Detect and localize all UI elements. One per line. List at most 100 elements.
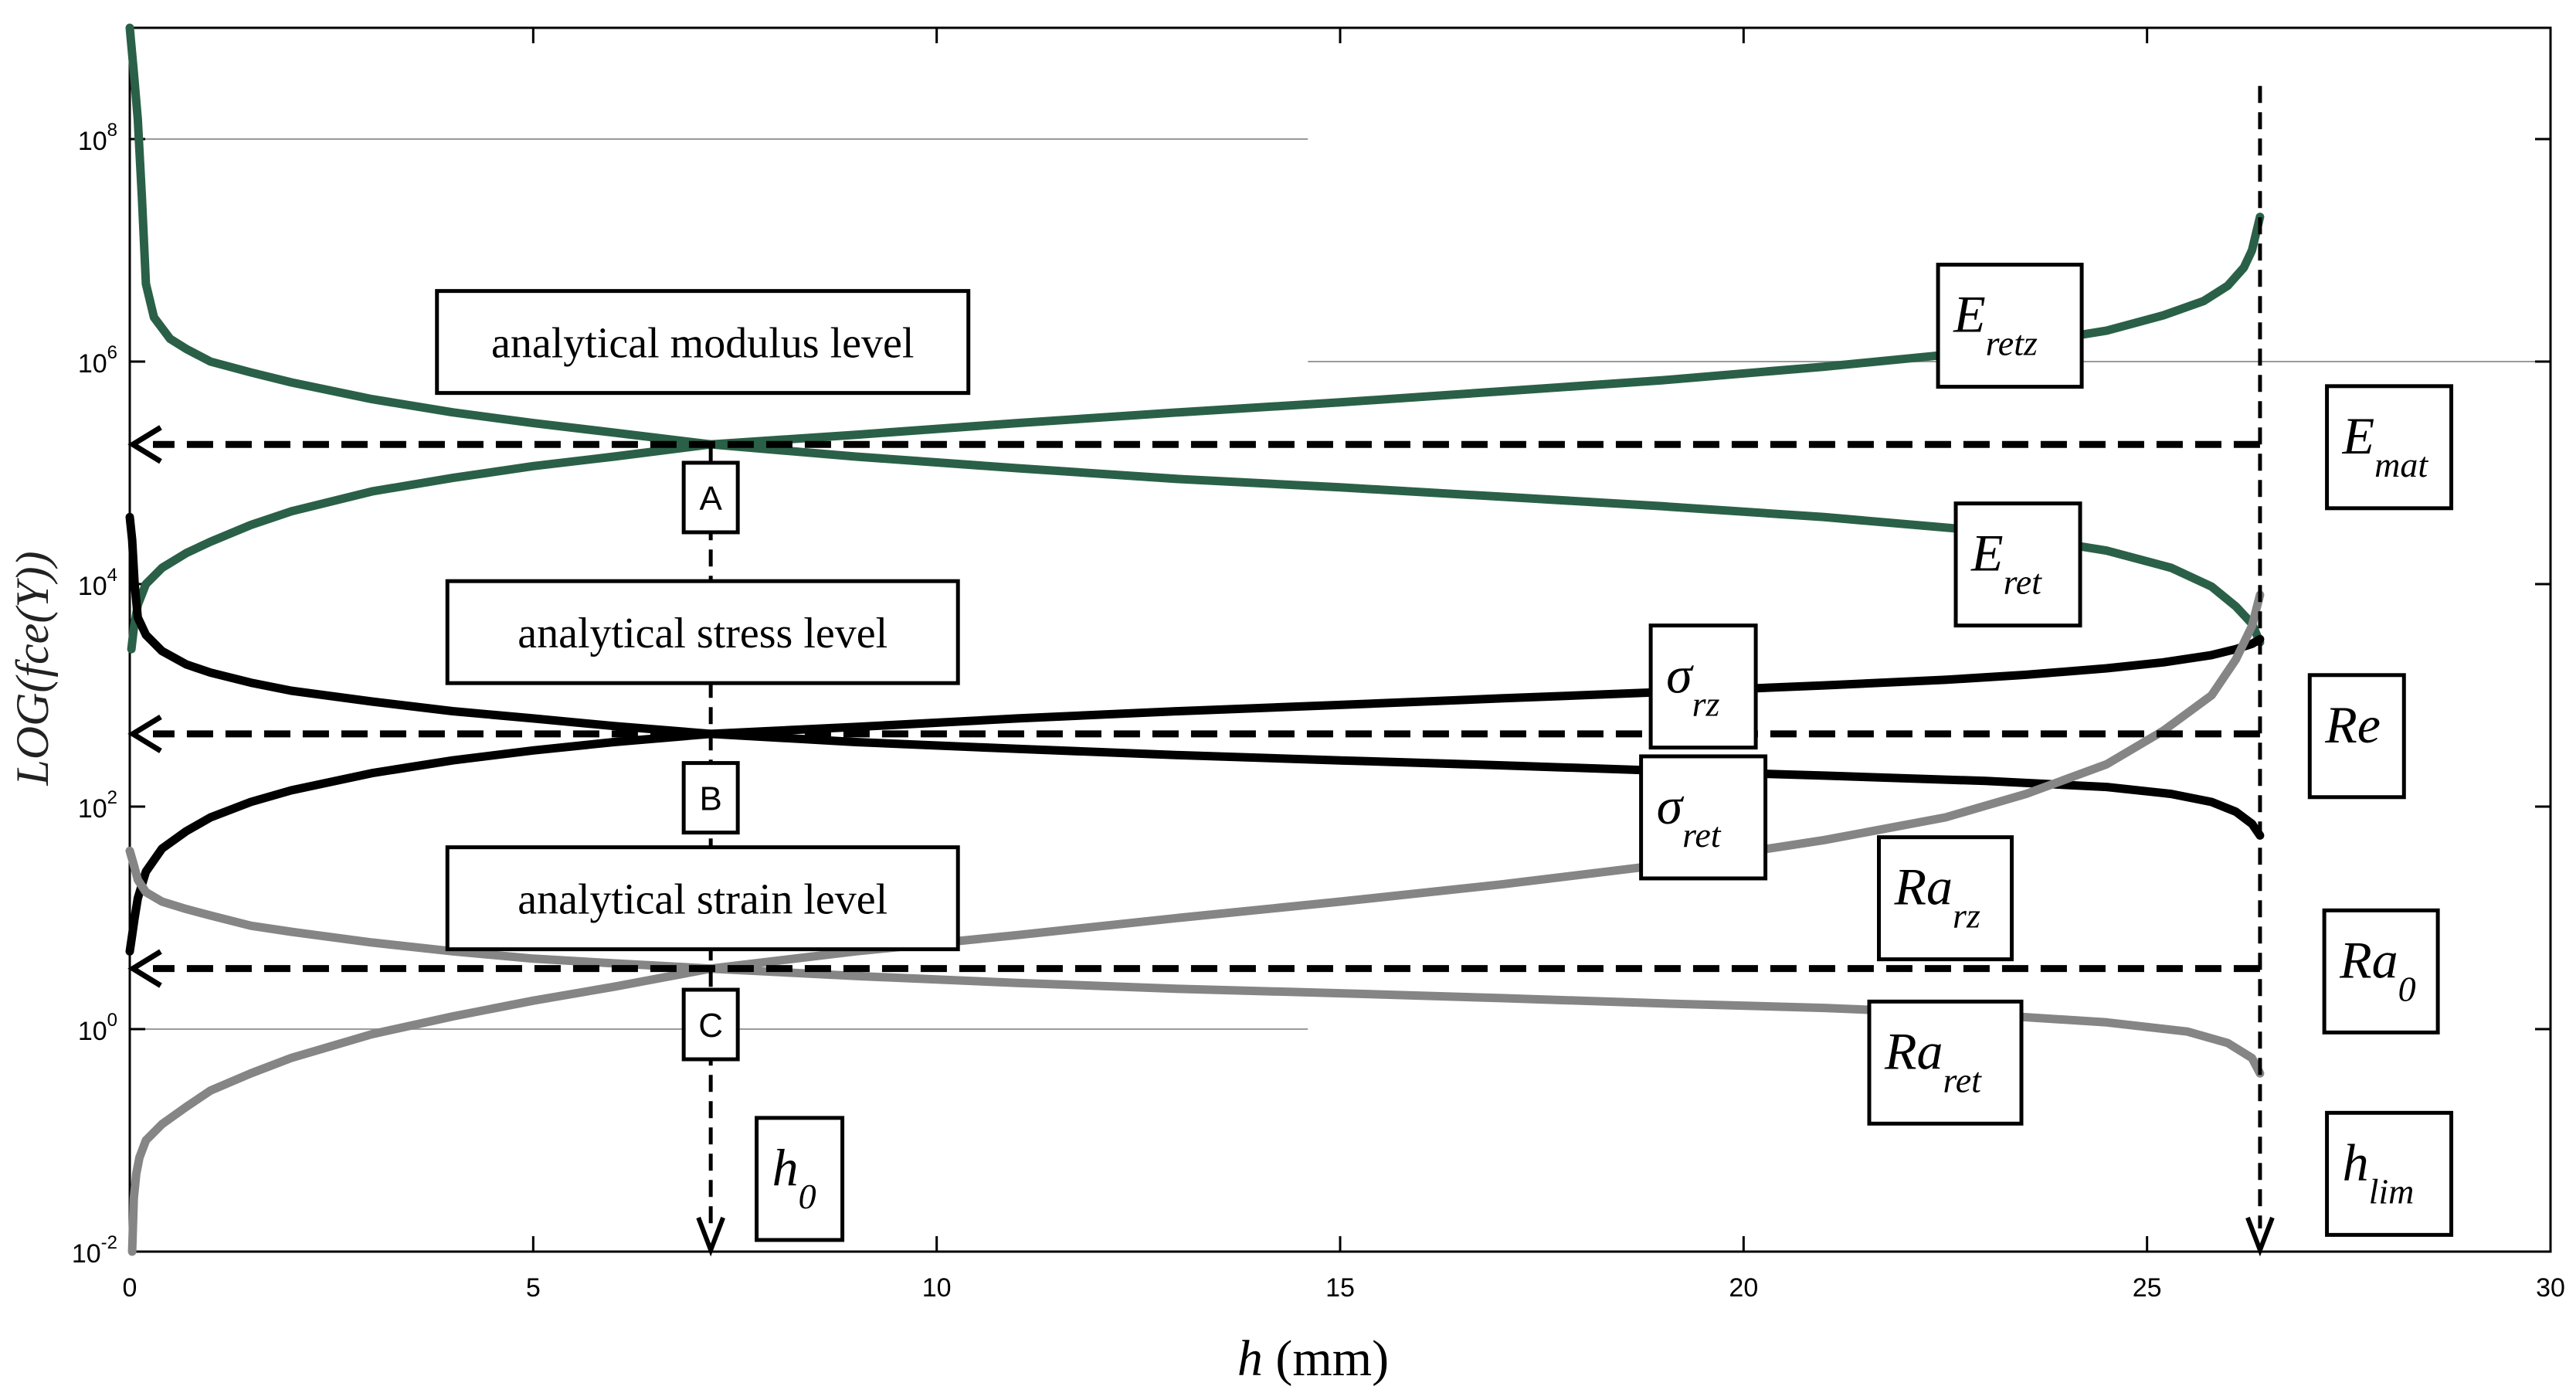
symbol-frame [2325, 1110, 2454, 1237]
symbol-subscript: ret [2004, 562, 2043, 602]
symbol-subscript: lim [2369, 1171, 2415, 1211]
y-tick-label: 10-2 [72, 1232, 117, 1269]
y-tick-label-base: 10 [72, 1239, 101, 1269]
x-tick-label: 15 [1325, 1273, 1355, 1303]
point-marker-label: C [698, 1007, 723, 1045]
annotation-box: A [681, 460, 740, 535]
symbol-main: Ra [2339, 930, 2398, 989]
x-tick-label: 25 [2133, 1273, 2162, 1303]
symbol-frame [1867, 999, 2024, 1126]
annotation-box: Eret [1953, 501, 2082, 628]
reference-lines [127, 86, 2275, 1257]
y-tick-label-exponent: 2 [107, 787, 117, 808]
symbol-frame [2307, 673, 2406, 800]
symbol-label: Eretz [1953, 285, 2038, 363]
y-tick-label-base: 10 [78, 127, 107, 156]
x-axis-label: h (mm) [1237, 1330, 1389, 1387]
x-tick-label: 0 [123, 1273, 137, 1303]
symbol-subscript: retz [1986, 324, 2038, 363]
annotation-box: σret [1639, 754, 1768, 881]
symbol-subscript: ret [1682, 815, 1722, 854]
series-line [125, 634, 2265, 956]
point-marker-frame [681, 460, 740, 535]
annotation-text: analytical modulus level [491, 320, 914, 368]
symbol-label: σrz [1666, 646, 1719, 724]
y-tick-label-exponent: 6 [107, 342, 117, 363]
symbol-frame [1936, 263, 2084, 389]
symbol-frame [1648, 623, 1758, 750]
y-tick-label-exponent: 8 [107, 120, 117, 141]
series-line [125, 23, 2265, 647]
symbol-label: Eret [1970, 524, 2042, 602]
symbol-subscript: rz [1692, 685, 1720, 724]
y-tick-label-base: 10 [78, 572, 107, 601]
symbol-subscript: 0 [799, 1177, 816, 1216]
y-tick-label: 106 [78, 342, 117, 379]
annotation-box: Rarz [1877, 835, 2014, 962]
symbol-main: Ra [1884, 1021, 1943, 1080]
annotation-text: analytical strain level [518, 876, 888, 924]
symbol-main: E [2342, 406, 2375, 465]
y-tick-label: 102 [78, 787, 117, 824]
point-marker-label: A [699, 480, 722, 518]
symbol-main: σ [1657, 776, 1685, 835]
symbol-label: σret [1657, 776, 1722, 854]
symbol-main: Ra [1894, 858, 1953, 916]
symbol-main: σ [1666, 646, 1694, 705]
y-tick-label: 108 [78, 120, 117, 156]
symbol-main: Re [2324, 695, 2381, 754]
annotation-box: Emat [2325, 384, 2454, 511]
symbol-main: E [1970, 524, 2004, 583]
symbol-label: Emat [2342, 406, 2429, 484]
annotation-box: Ra0 [2322, 908, 2440, 1035]
y-tick-label-base: 10 [78, 349, 107, 379]
y-tick-label-base: 10 [78, 1017, 107, 1046]
annotation-box: B [681, 761, 740, 835]
symbol-label: hlim [2343, 1133, 2415, 1211]
symbol-frame [1877, 835, 2014, 962]
point-marker-frame [681, 987, 740, 1062]
annotation-frame [435, 289, 971, 396]
symbol-frame [2322, 908, 2440, 1035]
annotation-box: hlim [2325, 1110, 2454, 1237]
point-marker-label: B [699, 780, 721, 818]
x-tick-label: 20 [1729, 1273, 1758, 1303]
symbol-label: Re [2324, 695, 2381, 754]
annotation-box: σrz [1648, 623, 1758, 750]
symbol-label: Raret [1884, 1021, 1982, 1099]
x-axis-label-unit: (mm) [1263, 1330, 1389, 1387]
x-axis-label-variable: h [1237, 1330, 1263, 1387]
annotation-layer: analytical modulus level analytical stres… [435, 263, 2454, 1242]
arrowhead-down [2245, 1216, 2275, 1257]
arrowhead-left [127, 949, 162, 988]
annotation-box: C [681, 987, 740, 1062]
annotation-frame [445, 579, 960, 685]
annotation-box: Eretz [1936, 263, 2084, 389]
symbol-frame [755, 1116, 845, 1242]
x-tick-label: 10 [922, 1273, 952, 1303]
symbol-main: E [1953, 285, 1986, 344]
symbol-main: h [2343, 1133, 2369, 1191]
symbol-subscript: 0 [2398, 969, 2416, 1008]
annotation-box: analytical modulus level [435, 289, 971, 396]
y-tick-label-exponent: 0 [107, 1010, 117, 1031]
symbol-frame [1953, 501, 2082, 628]
annotation-box: h0 [755, 1116, 845, 1242]
series-line [127, 590, 2265, 1256]
y-tick-label-exponent: -2 [101, 1232, 117, 1253]
annotation-box: Raret [1867, 999, 2024, 1126]
symbol-subscript: rz [1953, 896, 1980, 936]
x-tick-label: 5 [526, 1273, 541, 1303]
arrowhead-down [696, 1216, 725, 1257]
annotation-box: analytical stress level [445, 579, 960, 685]
annotation-frame [445, 845, 960, 952]
arrowhead-left [127, 714, 162, 753]
x-tick-label: 30 [2536, 1273, 2565, 1303]
y-axis-label: LOG(fce(Y)) [7, 551, 58, 786]
symbol-subscript: mat [2374, 445, 2428, 484]
y-tick-label-exponent: 4 [107, 565, 117, 586]
symbol-frame [2325, 384, 2454, 511]
